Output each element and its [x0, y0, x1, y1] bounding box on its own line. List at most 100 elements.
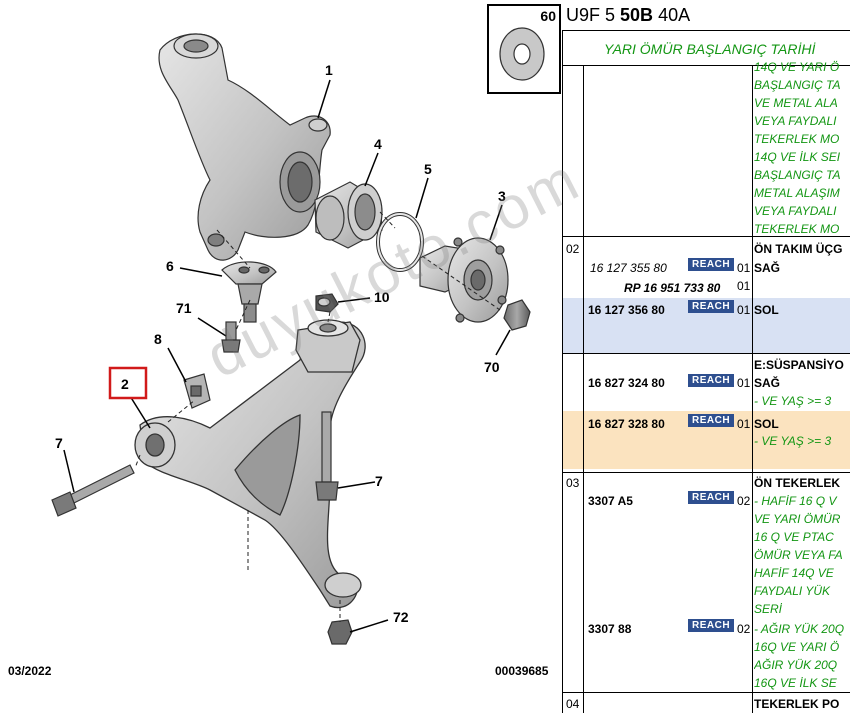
bracket [183, 373, 211, 409]
section-title-front-arm: ÖN TAKIM ÜÇG [754, 242, 843, 256]
diagram-number: 00039685 [495, 664, 549, 678]
part-side: SAĞ [754, 261, 781, 275]
quantity: 01 [737, 261, 751, 275]
part-code-title: U9F 5 50B 40A [566, 5, 690, 26]
quantity: 01 [737, 303, 751, 317]
green-line: VE METAL ALA [754, 96, 838, 110]
callout-2: 2 [121, 376, 129, 392]
exploded-suspension-diagram: 1 4 5 3 6 71 10 8 70 2 7 7 72 [51, 33, 531, 645]
wheel-bearing [314, 181, 383, 249]
part-note: - VE YAŞ >= 3 [754, 434, 832, 448]
part-side: SOL [754, 303, 779, 317]
note-line: 16Q VE İLK SE [754, 676, 837, 690]
note-line: FAYDALI YÜK [754, 584, 831, 598]
bush-nut [315, 293, 339, 313]
part-note: - VE YAŞ >= 3 [754, 394, 832, 408]
part-ref[interactable]: 16 127 356 80 [588, 303, 665, 317]
green-line: METAL ALAŞIM [754, 186, 840, 200]
note-line: ÖMÜR VEYA FA [754, 548, 843, 562]
note-line: HAFİF 14Q VE [754, 566, 834, 580]
quantity: 01 [737, 417, 751, 431]
reach-badge: REACH [688, 374, 735, 387]
callout-72: 72 [393, 609, 409, 625]
callout-71: 71 [176, 300, 192, 316]
section-index-03: 03 [566, 476, 580, 490]
pivot-bolt-front [51, 464, 135, 517]
note-line: VE YARI ÖMÜR [754, 512, 841, 526]
green-line: TEKERLEK MO [754, 222, 840, 236]
callout-3: 3 [498, 188, 506, 204]
callout-70: 70 [484, 359, 500, 375]
note-line: - HAFİF 16 Q V [754, 494, 837, 508]
note-line: - AĞIR YÜK 20Q [754, 622, 845, 636]
section-index-02: 02 [566, 242, 580, 256]
green-line: 14Q VE İLK SEI [754, 150, 841, 164]
ball-joint-bolt [221, 321, 241, 353]
callout-10: 10 [374, 289, 390, 305]
part-side: SAĞ [754, 376, 781, 390]
green-line: VEYA FAYDALI [754, 114, 837, 128]
callout-8: 8 [154, 331, 162, 347]
pivot-bolt-rear [315, 411, 339, 501]
code-suffix: 40A [653, 5, 691, 25]
ball-joint-nut [327, 619, 353, 645]
steering-knuckle [158, 33, 331, 261]
green-line: 14Q VE YARI Ö [754, 60, 840, 74]
green-line: VEYA FAYDALI [754, 204, 837, 218]
part-ref[interactable]: RP 16 951 733 80 [624, 281, 721, 295]
callout-4: 4 [374, 136, 382, 152]
part-ref[interactable]: 3307 A5 [588, 494, 633, 508]
diagram-date: 03/2022 [8, 664, 52, 678]
part-side: SOL [754, 417, 779, 431]
green-line: TEKERLEK MO [754, 132, 840, 146]
table-row-divider-03 [562, 472, 850, 473]
callout-7-front: 7 [55, 435, 63, 451]
table-border-left [562, 30, 563, 713]
wheel-hub [419, 237, 509, 323]
reach-badge: REACH [688, 258, 735, 271]
part-ref[interactable]: 3307 88 [588, 622, 632, 636]
washer-icon [499, 27, 545, 81]
circlip [376, 212, 424, 272]
section-title-front-wheel: ÖN TEKERLEK [754, 476, 841, 490]
section-title-suspension: E:SÜSPANSİYO [754, 358, 844, 372]
note-line: SERİ [754, 602, 783, 616]
code-bold: 50B [620, 5, 654, 25]
lower-control-arm [134, 319, 366, 609]
highlight-box [108, 366, 148, 400]
callout-1: 1 [325, 62, 333, 78]
part-ref[interactable]: 16 827 324 80 [588, 376, 665, 390]
table-col-divider-2 [752, 66, 753, 713]
half-life-header: YARI ÖMÜR BAŞLANGIÇ TARİHİ [562, 30, 850, 66]
ball-joint [221, 261, 277, 323]
note-line: 16Q VE YARI Ö [754, 640, 840, 654]
code-prefix: U9F 5 [566, 5, 621, 25]
reach-badge: REACH [688, 619, 735, 632]
reach-badge: REACH [688, 414, 735, 427]
washer-number: 60 [540, 8, 556, 24]
reach-badge: REACH [688, 300, 735, 313]
section-index-04: 04 [566, 697, 580, 711]
alignment-lines [134, 211, 501, 622]
table-row-divider-02 [562, 236, 850, 237]
green-line: BAŞLANGIÇ TA [754, 168, 841, 182]
green-line: BAŞLANGIÇ TA [754, 78, 841, 92]
quantity: 02 [737, 494, 751, 508]
part-notes: - AĞIR YÜK 20Q 16Q VE YARI Ö AĞIR YÜK 20… [754, 620, 850, 692]
leader-lines [63, 79, 511, 633]
part-ref[interactable]: 16 827 328 80 [588, 417, 665, 431]
part-notes: - HAFİF 16 Q V VE YARI ÖMÜR 16 Q VE PTAC… [754, 492, 850, 618]
washer-inset: 60 [487, 4, 561, 94]
top-green-notes: 14Q VE YARI Ö BAŞLANGIÇ TA VE METAL ALA … [754, 58, 850, 238]
quantity: 01 [737, 279, 751, 293]
section-title-wheel: TEKERLEK PO [754, 697, 840, 711]
table-col-divider-1 [583, 66, 584, 713]
reach-badge: REACH [688, 491, 735, 504]
note-line: AĞIR YÜK 20Q [754, 658, 838, 672]
callout-7-rear: 7 [375, 473, 383, 489]
table-row-divider-e [562, 353, 850, 354]
part-ref[interactable]: 16 127 355 80 [590, 261, 667, 275]
quantity: 02 [737, 622, 751, 636]
quantity: 01 [737, 376, 751, 390]
hub-nut [503, 299, 531, 331]
